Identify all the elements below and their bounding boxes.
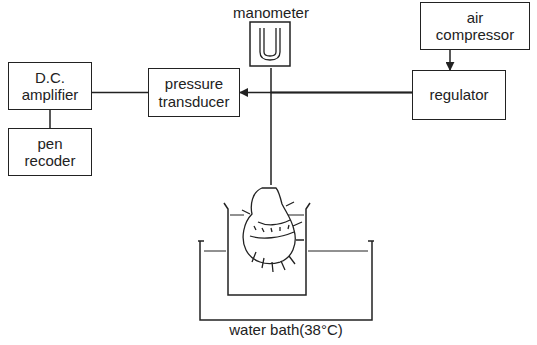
device-box: D.C. amplifier (8, 62, 92, 110)
node-label: regulator (429, 86, 488, 103)
device-box: pen recoder (8, 128, 92, 176)
node-label: manometer (226, 4, 316, 21)
node-label: pressure transducer (155, 75, 233, 110)
connector (449, 50, 451, 70)
connector (271, 93, 412, 186)
device-box: regulator (412, 70, 506, 120)
device-box: air compressor (420, 2, 530, 50)
manometer: manometer (226, 2, 316, 68)
node-label: pen recoder (15, 135, 85, 170)
device-box: pressure transducer (148, 68, 240, 117)
node-label: D.C. amplifier (15, 69, 85, 104)
water-bath: water bath(38°C) (196, 185, 376, 340)
connector (49, 110, 51, 128)
bath-outline (196, 185, 376, 340)
connector (271, 68, 412, 93)
node-label: water bath(38°C) (196, 321, 376, 338)
organ (242, 188, 304, 272)
node-label: air compressor (427, 9, 523, 44)
connector (92, 92, 148, 94)
